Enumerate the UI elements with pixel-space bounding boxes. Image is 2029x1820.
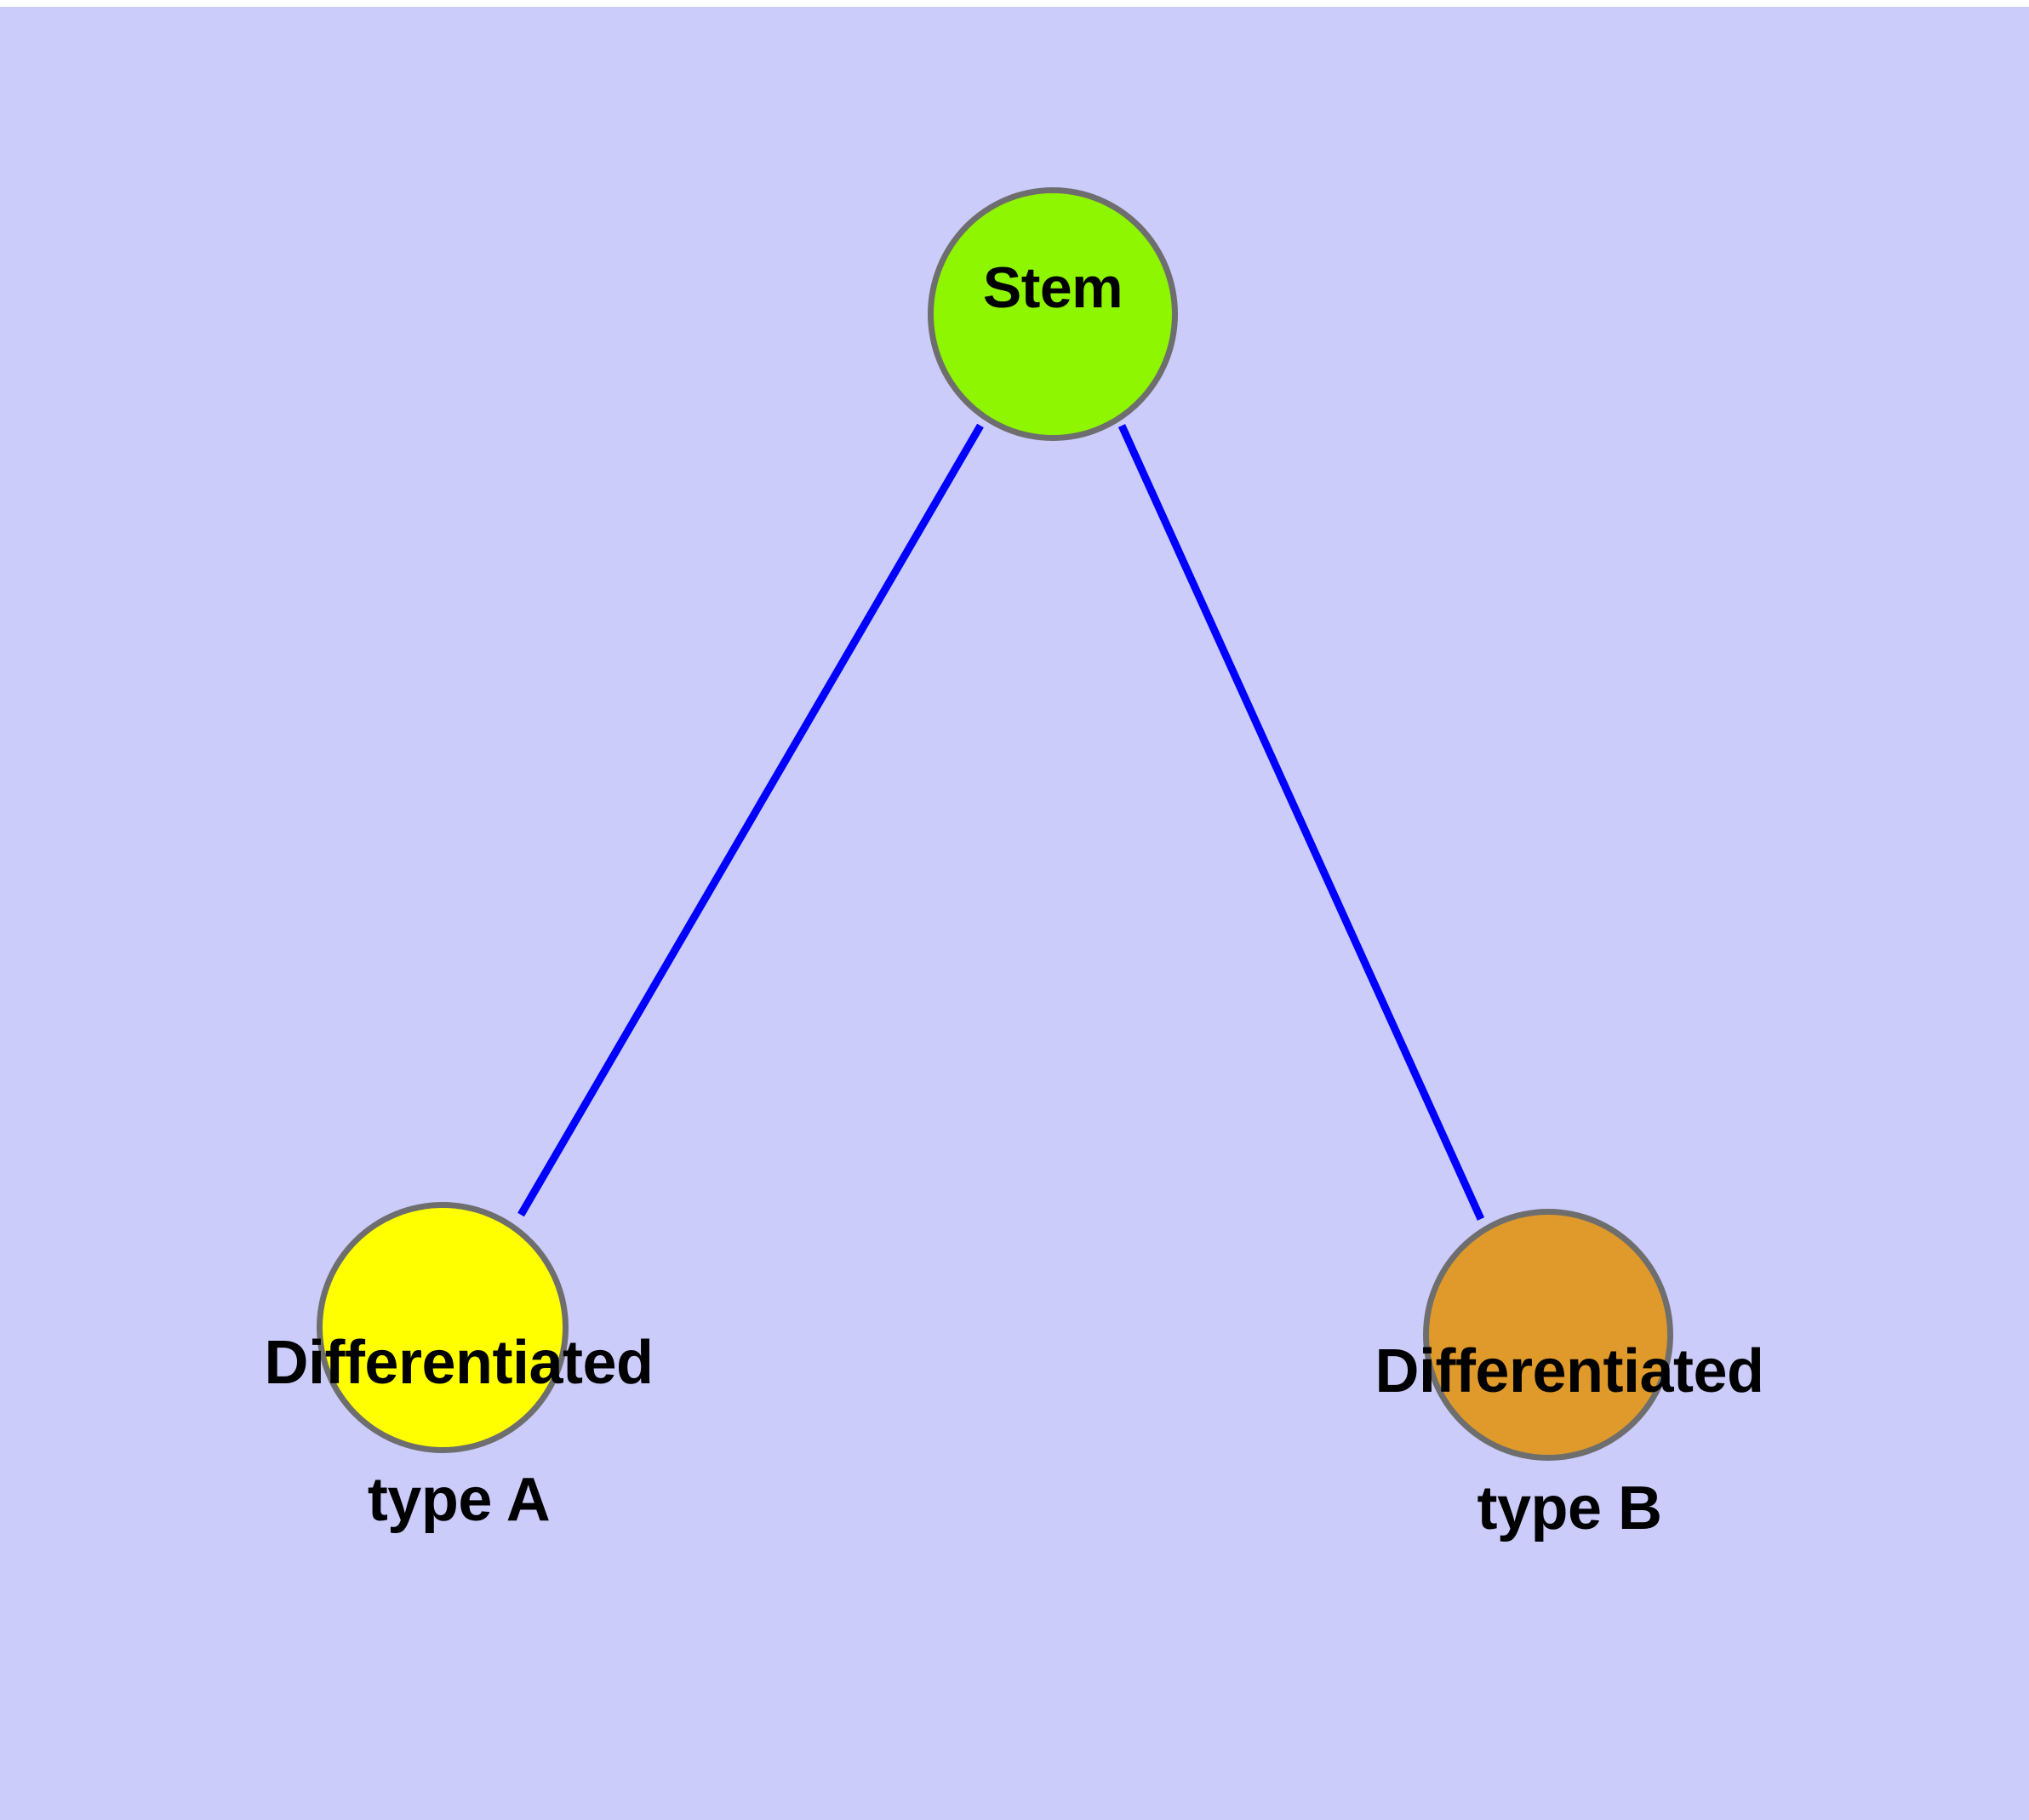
edge-stem-to-differentiated-type-a	[517, 423, 984, 1217]
edge-stem-to-differentiated-type-b	[1117, 424, 1485, 1221]
node-differentiated-type-b[interactable]	[1423, 1209, 1673, 1461]
node-stem[interactable]	[928, 187, 1178, 441]
node-differentiated-type-a[interactable]	[317, 1202, 569, 1453]
